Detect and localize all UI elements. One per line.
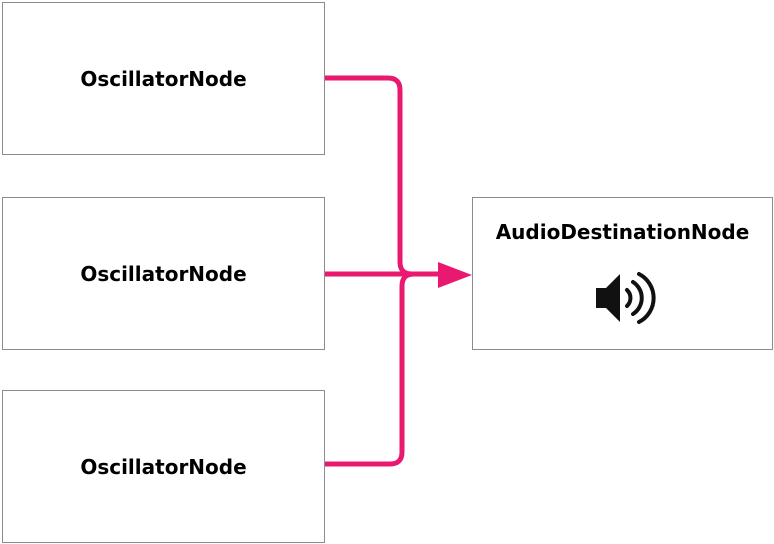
destination-node-label: AudioDestinationNode bbox=[495, 220, 750, 244]
arrow-head bbox=[438, 262, 472, 288]
oscillator-node-3: OscillatorNode bbox=[2, 390, 325, 543]
oscillator-node-1: OscillatorNode bbox=[2, 2, 325, 155]
oscillator-node-label: OscillatorNode bbox=[80, 455, 247, 479]
oscillator-node-label: OscillatorNode bbox=[80, 262, 247, 286]
connector-top bbox=[322, 75, 448, 277]
audio-destination-node: AudioDestinationNode bbox=[472, 197, 773, 350]
speaker-icon bbox=[596, 272, 656, 324]
oscillator-node-2: OscillatorNode bbox=[2, 197, 325, 350]
oscillator-node-label: OscillatorNode bbox=[80, 67, 247, 91]
connector-bottom bbox=[319, 271, 448, 467]
